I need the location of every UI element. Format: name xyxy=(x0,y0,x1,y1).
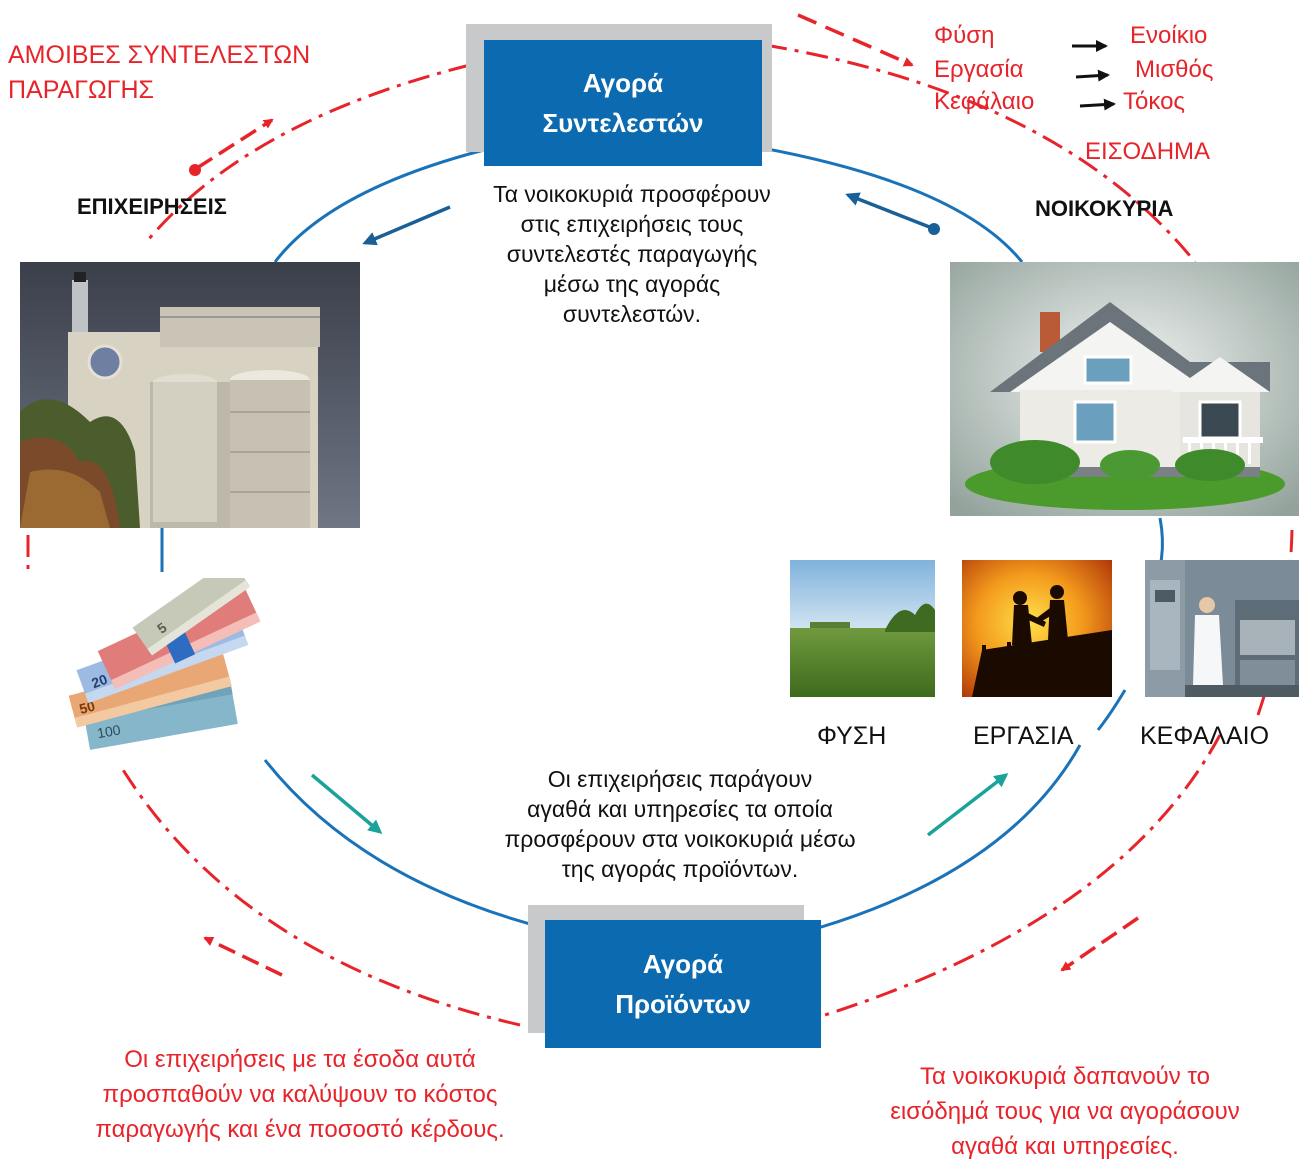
red-arrow-bottom-right xyxy=(1060,916,1139,972)
factor-rewards-line-2: ΠΑΡΑΓΩΓΗΣ xyxy=(8,76,154,104)
income-reward-1: Ενοίκιο xyxy=(1130,22,1208,49)
capital-image xyxy=(1145,560,1299,697)
household-spending-text: Τα νοικοκυριά δαπανούν το εισόδημά τους … xyxy=(840,1060,1290,1164)
product-market-line-1: Αγορά xyxy=(642,948,724,979)
real-flow-arc-bottom-right xyxy=(817,744,1082,930)
firm-revenue-line-1: Οι επιχειρήσεις με τα έσοδα αυτά xyxy=(124,1046,476,1073)
product-supply-line-2: αγαθά και υπηρεσίες τα οποία xyxy=(527,795,833,822)
income-arrow-3 xyxy=(1079,98,1116,111)
labor-image xyxy=(962,560,1112,697)
real-flow-arc-top-right xyxy=(761,146,1024,263)
product-supply-line-4: της αγοράς προϊόντων. xyxy=(561,855,799,882)
factor-supply-line-4: μέσω της αγοράς xyxy=(543,270,721,297)
household-spending-line-2: εισόδημά τους για να αγοράσουν xyxy=(890,1097,1240,1125)
firm-revenue-line-3: παραγωγής και ένα ποσοστό κέρδους. xyxy=(95,1115,505,1143)
factor-rewards-label: ΑΜΟΙΒΕΣ ΣΥΝΤΕΛΕΣΤΩΝ ΠΑΡΑΓΩΓΗΣ xyxy=(8,38,310,108)
factor-supply-line-2: στις επιχειρήσεις τους xyxy=(520,210,744,237)
red-arrow-top-left xyxy=(196,118,274,170)
money-flow-arc-bottom-left xyxy=(118,764,521,1027)
money-label-50: 50 xyxy=(78,698,97,718)
money-label-20: 20 xyxy=(89,671,109,691)
factor-supply-line-1: Τα νοικοκυριά προσφέρουν xyxy=(493,181,771,207)
money-flow-arc-top-right xyxy=(764,43,1197,263)
field-image xyxy=(790,560,935,697)
teal-arrow-left xyxy=(310,773,383,834)
income-factor-3: Κεφάλαιο xyxy=(934,88,1035,115)
factor-market-line-1: Αγορά xyxy=(582,67,664,98)
factor-supply-line-5: συντελεστών. xyxy=(562,300,702,327)
factory-image xyxy=(20,262,360,528)
factor-market-box: Αγορά Συντελεστών xyxy=(484,40,762,166)
real-flow-arc-top-left xyxy=(273,148,485,263)
product-supply-text: Οι επιχειρήσεις παράγουν αγαθά και υπηρε… xyxy=(430,765,930,885)
factor-supply-line-3: συντελεστές παραγωγής xyxy=(506,240,758,267)
income-factor-2: Εργασία xyxy=(934,56,1024,83)
factor-market-line-2: Συντελεστών xyxy=(542,108,704,138)
house-image xyxy=(950,262,1299,516)
product-supply-line-3: προσφέρουν στα νοικοκυριά μέσω xyxy=(504,825,856,852)
caption-labor: ΕΡΓΑΣΙΑ xyxy=(973,722,1074,750)
factor-rewards-line-1: ΑΜΟΙΒΕΣ ΣΥΝΤΕΛΕΣΤΩΝ xyxy=(8,41,311,69)
red-arrow-top-right xyxy=(797,13,914,67)
product-supply-line-1: Οι επιχειρήσεις παράγουν xyxy=(547,766,813,792)
blue-arrow-right xyxy=(845,192,933,230)
teal-arrow-right xyxy=(926,773,1009,837)
product-market-box: Αγορά Προϊόντων xyxy=(545,920,821,1048)
product-market-line-2: Προϊόντων xyxy=(615,989,751,1019)
income-factor-1: Φύση xyxy=(934,22,995,49)
household-spending-line-1: Τα νοικοκυριά δαπανούν το xyxy=(920,1063,1210,1090)
real-flow-arc-bottom-left xyxy=(263,759,546,930)
income-reward-3: Τόκος xyxy=(1123,88,1185,115)
factor-supply-text: Τα νοικοκυριά προσφέρουν στις επιχειρήσε… xyxy=(432,180,832,329)
household-spending-line-3: αγαθά και υπηρεσίες. xyxy=(951,1132,1179,1160)
blue-arrow-left xyxy=(362,205,451,246)
real-flow-arc-right-lower xyxy=(1096,689,1127,731)
income-label: ΕΙΣΟΔΗΜΑ xyxy=(1085,138,1211,165)
caption-nature: ΦΥΣΗ xyxy=(817,722,887,750)
money-flow-arc-top-left xyxy=(146,63,471,241)
red-arrow-bottom-left xyxy=(203,936,283,977)
firms-label: ΕΠΙΧΕΙΡΗΣΕΙΣ xyxy=(77,194,227,219)
firm-revenue-text: Οι επιχειρήσεις με τα έσοδα αυτά προσπαθ… xyxy=(20,1043,580,1147)
money-flow-arc-bottom-right xyxy=(824,734,1222,1017)
households-label: ΝΟΙΚΟΚΥΡΙΑ xyxy=(1035,196,1174,221)
income-reward-2: Μισθός xyxy=(1135,56,1214,83)
firm-revenue-line-2: προσπαθούν να καλύψουν το κόστος xyxy=(102,1080,498,1108)
income-arrow-2 xyxy=(1075,69,1110,82)
money-label-100: 100 xyxy=(96,721,122,741)
money-image: 100 50 20 5 xyxy=(42,578,267,756)
caption-capital: ΚΕΦΑΛΑΙΟ xyxy=(1140,722,1270,750)
